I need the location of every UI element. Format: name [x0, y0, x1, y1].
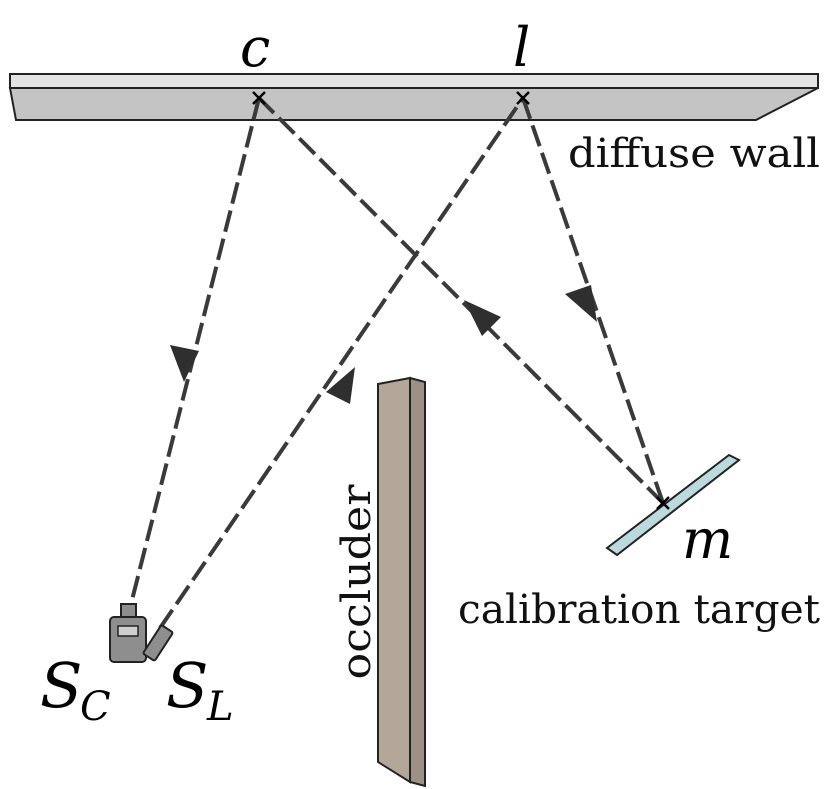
- x-mark-l: [516, 91, 530, 105]
- x-mark-m: [656, 496, 670, 510]
- diffuse-wall: [8, 73, 819, 121]
- svg-text:S: S: [40, 649, 82, 722]
- laser-label: S L: [166, 649, 234, 730]
- point-label-l: l: [513, 16, 530, 79]
- occluder-panel: [377, 376, 426, 788]
- laser-device: [142, 624, 174, 662]
- ray-laser-to-l: [158, 96, 525, 630]
- arrow-down-to-m: [565, 285, 597, 322]
- point-label-c: c: [240, 16, 270, 79]
- wall-label: diffuse wall: [568, 131, 820, 177]
- x-marks: [252, 91, 670, 510]
- camera-label: S C: [40, 649, 111, 730]
- target-label: calibration target: [458, 587, 820, 633]
- point-label-m: m: [682, 508, 733, 571]
- svg-text:C: C: [80, 684, 111, 730]
- camera-body: [109, 616, 147, 663]
- arrow-up-to-c: [464, 300, 501, 336]
- x-mark-c: [252, 91, 266, 105]
- wall-front-face: [8, 87, 819, 121]
- camera-device: [109, 603, 147, 663]
- occluder-front-face: [377, 376, 411, 784]
- arrow-down-to-camera: [170, 345, 199, 382]
- arrow-up-from-laser: [326, 367, 355, 404]
- occluder-label: occluder: [334, 484, 380, 680]
- occluder-side-face: [409, 376, 426, 788]
- arrowheads: [170, 285, 597, 404]
- ray-m-to-c: [257, 96, 665, 505]
- wall-top-face: [9, 73, 819, 89]
- svg-text:L: L: [206, 684, 234, 730]
- camera-lens: [120, 603, 137, 619]
- camera-window: [117, 625, 139, 637]
- svg-text:S: S: [166, 649, 208, 722]
- calibration-target-plate: [605, 453, 741, 557]
